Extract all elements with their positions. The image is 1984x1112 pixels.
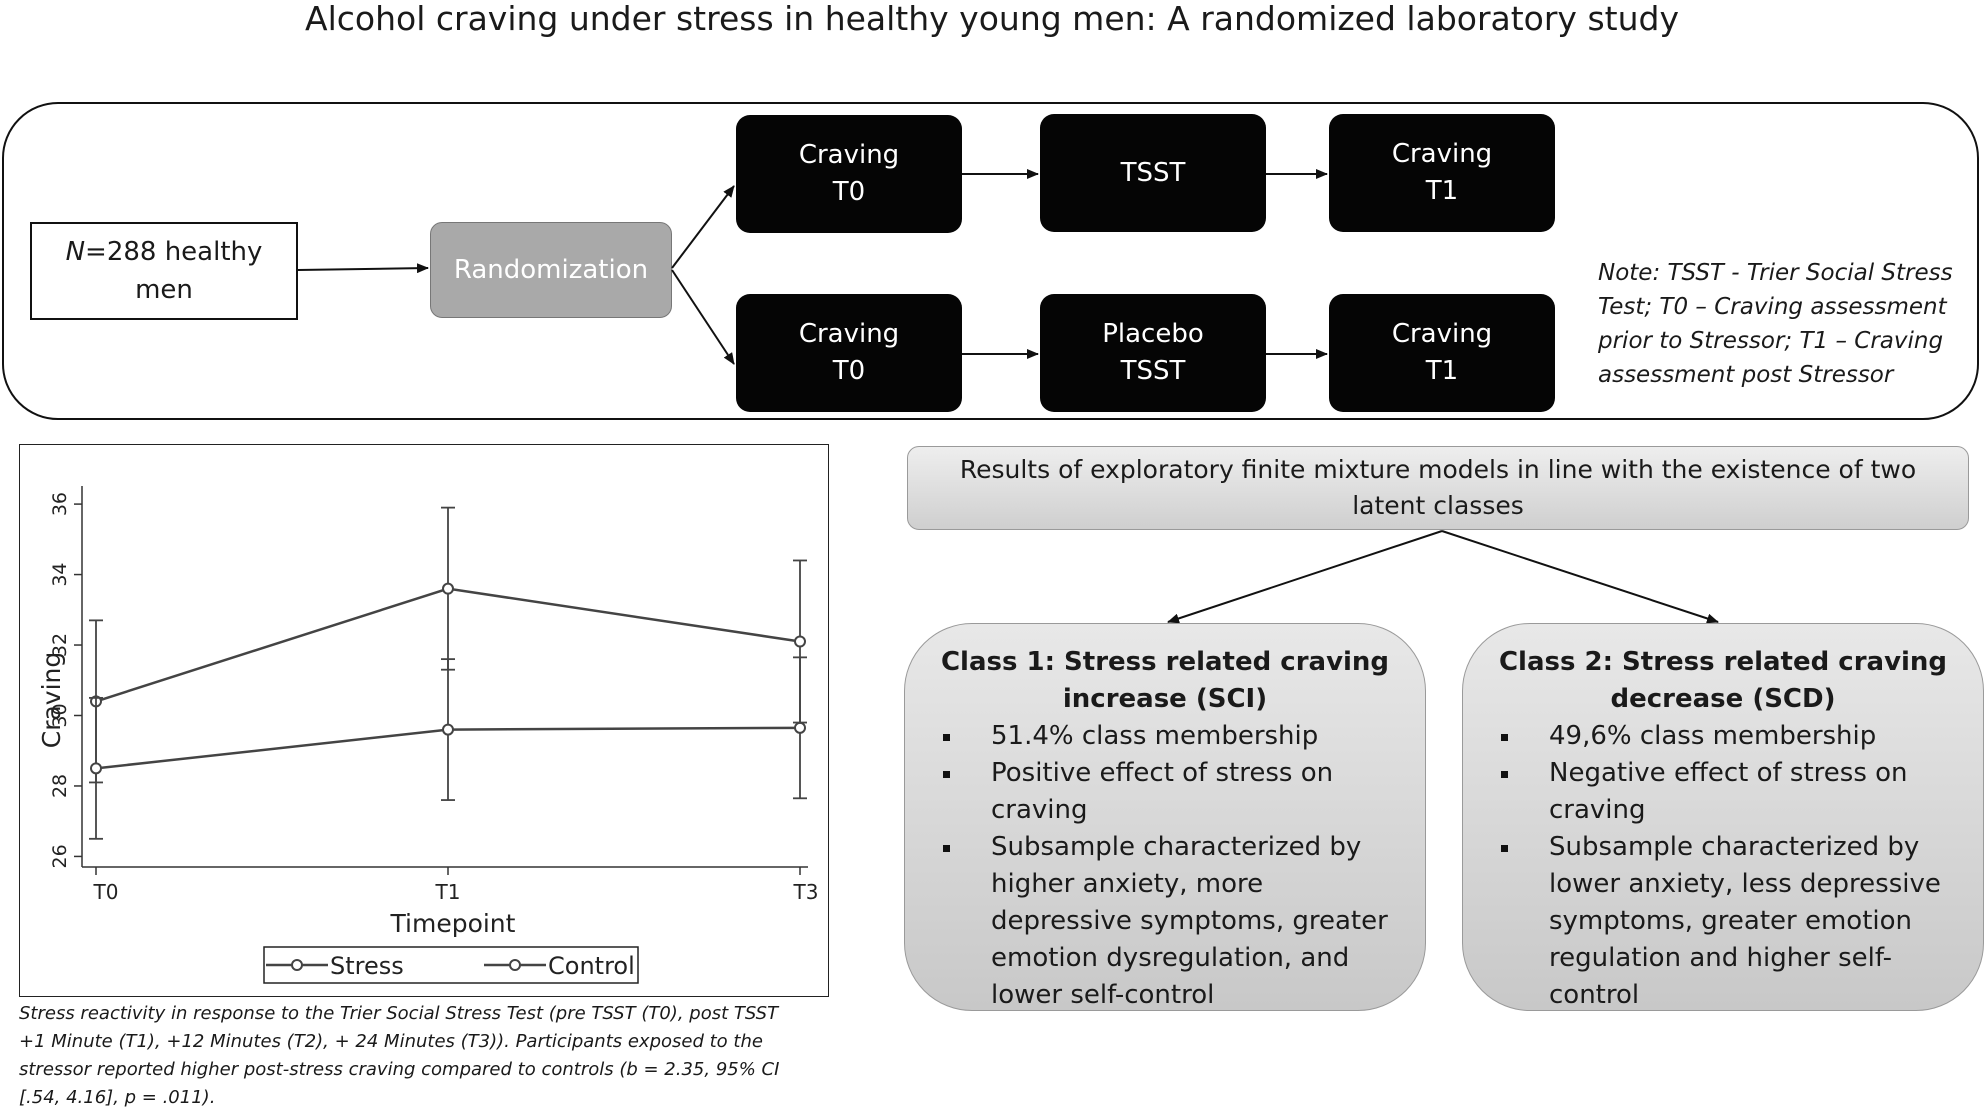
bullet-icon	[943, 771, 950, 778]
data-point	[794, 721, 806, 734]
bullet-icon	[943, 734, 950, 741]
legend-marker	[509, 959, 521, 971]
arrow-randomization-to-stress	[671, 185, 735, 269]
class2-item: Subsample characterized by lower anxiety…	[1463, 829, 1983, 1014]
class2-list: 49,6% class membership Negative effect o…	[1463, 718, 1983, 1014]
bullet-icon	[1501, 845, 1508, 852]
stress-craving-t1-box: Craving T1	[1329, 114, 1555, 232]
sample-box: N=288 healthy men	[30, 222, 298, 320]
randomization-box: Randomization	[430, 222, 672, 318]
class2-title: Class 2: Stress related craving decrease…	[1498, 647, 1948, 714]
arrow-results-to-class2	[1441, 530, 1719, 624]
legend-label: Control	[548, 952, 635, 980]
y-tick-label: 36	[49, 492, 71, 516]
y-tick-label: 28	[49, 774, 71, 798]
class2-box: Class 2: Stress related craving decrease…	[1462, 623, 1984, 1011]
study-design-panel	[2, 102, 1979, 420]
sample-text: =288 healthy men	[85, 237, 263, 305]
data-point	[90, 762, 102, 775]
tsst-box: TSST	[1040, 114, 1266, 232]
legend-marker	[291, 959, 303, 971]
control-craving-t0-box: Craving T0	[736, 294, 962, 412]
class1-title: Class 1: Stress related craving increase…	[940, 647, 1390, 714]
legend-label: Stress	[330, 952, 404, 980]
class1-item: Subsample characterized by higher anxiet…	[905, 829, 1425, 1014]
x-tick-label: T0	[93, 880, 119, 904]
bullet-icon	[943, 845, 950, 852]
class1-list: 51.4% class membership Positive effect o…	[905, 718, 1425, 1014]
class1-box: Class 1: Stress related craving increase…	[904, 623, 1426, 1011]
arrow-sample-to-randomization	[297, 263, 429, 274]
y-tick-label: 26	[49, 844, 71, 868]
placebo-tsst-box: Placebo TSST	[1040, 294, 1266, 412]
x-axis-label: Timepoint	[390, 909, 516, 938]
abbreviation-note: Note: TSST - Trier Social Stress Test; T…	[1598, 260, 1953, 388]
chart-legend: Stress Control	[263, 946, 639, 984]
bullet-icon	[1501, 734, 1508, 741]
bullet-icon	[1501, 771, 1508, 778]
chart-caption: Stress reactivity in response to the Tri…	[19, 1003, 780, 1108]
stress-craving-t0-box: Craving T0	[736, 115, 962, 233]
x-tick-label: T3	[793, 880, 819, 904]
arrow-randomization-to-control	[671, 269, 735, 365]
results-header: Results of exploratory finite mixture mo…	[907, 446, 1969, 530]
data-point	[794, 635, 806, 648]
x-tick-label: T1	[435, 880, 461, 904]
y-axis-label: Craving	[37, 652, 66, 749]
class1-item: Positive effect of stress on craving	[905, 755, 1425, 829]
main-title: Alcohol craving under stress in healthy …	[305, 0, 1679, 38]
class1-item: 51.4% class membership	[905, 718, 1425, 755]
sample-n-symbol: N	[65, 237, 86, 267]
class2-item: 49,6% class membership	[1463, 718, 1983, 755]
y-tick-label: 32	[49, 633, 71, 657]
y-tick-label: 30	[49, 703, 71, 727]
arrow-results-to-class1	[1167, 530, 1443, 624]
data-point	[442, 723, 454, 736]
data-point	[442, 582, 454, 595]
y-tick-label: 34	[49, 562, 71, 586]
class2-item: Negative effect of stress on craving	[1463, 755, 1983, 829]
control-craving-t1-box: Craving T1	[1329, 294, 1555, 412]
